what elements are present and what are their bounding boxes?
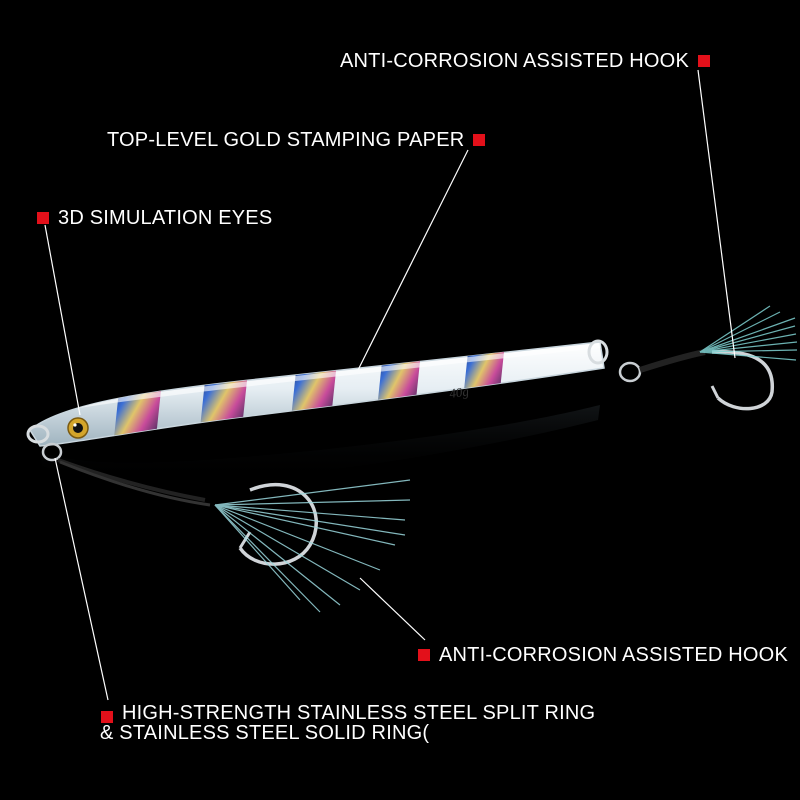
- leader-line-eyes: [44, 224, 81, 416]
- lure-reflection: [40, 405, 600, 483]
- leader-line-ring: [54, 457, 109, 701]
- callout-ring-line2: & STAINLESS STEEL SOLID RING(: [100, 722, 430, 744]
- tail-hook-icon: [618, 305, 798, 411]
- solid-ring-icon: [26, 424, 50, 444]
- callout-hook-bottom-text: ANTI-CORROSION ASSISTED HOOK: [439, 644, 788, 666]
- leader-line-paper: [357, 149, 469, 371]
- callout-ring-line1: HIGH-STRENGTH STAINLESS STEEL SPLIT RING: [122, 702, 596, 724]
- tail-ring-icon: [587, 339, 609, 365]
- callout-eyes: 3D SIMULATION EYES: [37, 208, 272, 228]
- red-square-icon: [37, 212, 49, 224]
- callout-gold-paper-text: TOP-LEVEL GOLD STAMPING PAPER: [107, 129, 465, 151]
- head-hook-icon: [41, 442, 411, 613]
- red-square-icon: [418, 649, 430, 661]
- leader-line-hook-top: [697, 69, 736, 359]
- weight-label: 40g: [448, 383, 470, 401]
- callout-gold-paper: TOP-LEVEL GOLD STAMPING PAPER: [107, 129, 486, 151]
- red-square-icon: [473, 134, 486, 146]
- leader-lines: [44, 69, 736, 701]
- lure-eye-icon: [67, 417, 89, 439]
- red-square-icon: [697, 55, 710, 67]
- callout-eyes-text: 3D SIMULATION EYES: [58, 207, 273, 229]
- callout-hook-bottom: ANTI-CORROSION ASSISTED HOOK: [418, 645, 788, 665]
- leader-line-hook-bottom: [359, 577, 426, 641]
- red-square-icon: [101, 711, 113, 723]
- callout-hook-top: ANTI-CORROSION ASSISTED HOOK: [340, 51, 710, 71]
- callout-split-ring: HIGH-STRENGTH STAINLESS STEEL SPLIT RING…: [100, 702, 596, 744]
- callout-hook-top-text: ANTI-CORROSION ASSISTED HOOK: [340, 50, 689, 72]
